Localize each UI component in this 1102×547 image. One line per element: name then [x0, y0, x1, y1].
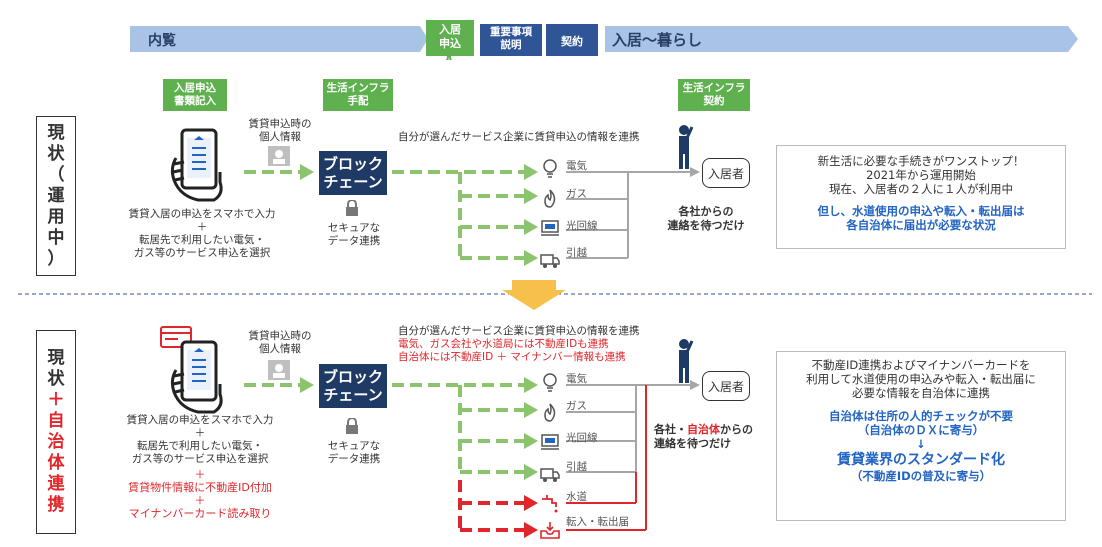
truck-icon — [540, 254, 560, 268]
person-icon-2 — [679, 339, 694, 383]
section-divider — [18, 280, 1092, 310]
timeline-keiyaku: 契約 — [561, 35, 583, 48]
timeline-kurashi: 入居〜暮らし — [612, 31, 703, 49]
flame-icon-2 — [544, 403, 556, 422]
bottom-info-box: 不動産ID連携およびマイナンバーカードを 利用して水道使用の申込みや転入・転出届… — [776, 351, 1066, 521]
bottom-link-red-1: 電気、ガス会社や水道局には不動産IDも連携 — [398, 338, 609, 350]
bottom-resident: 入居者 — [702, 371, 750, 401]
timeline-juyou: 重要事項 説明 — [490, 26, 532, 51]
bottom-service-gas: ガス — [566, 400, 587, 412]
bottom-section-label: 現 状 ＋ 自 治 体 連 携 — [36, 330, 76, 534]
tag-shorui: 入居申込 書類記入 — [163, 79, 227, 111]
person-icon — [679, 125, 694, 169]
bottom-service-hikkoshi: 引越 — [566, 461, 587, 473]
top-service-gas: ガス — [566, 188, 587, 200]
bottom-wait-post: からの 連絡を待つだけ — [654, 423, 753, 450]
bottom-wait: 各社・自治体からの 連絡を待つだけ — [654, 423, 774, 451]
id-card-icon-2 — [268, 360, 290, 380]
bottom-left-text: 賃貸入居の申込をスマホで入力 ＋ 転居先で利用したい電気・ ガス等のサービス申込… — [126, 414, 274, 465]
top-info-box: 新生活に必要な手続きがワンストップ！ 2021年から運用開始 現在、入居者の２人… — [776, 145, 1066, 249]
form-tray-icon — [540, 522, 560, 539]
bottom-left-red: ＋ 賃貸物件情報に不動産ID付加 ＋ マイナンバーカード読み取り — [128, 468, 272, 520]
truck-icon-2 — [540, 468, 560, 482]
smartphone-hand-icon — [170, 128, 223, 202]
bottom-personal-info: 賃貸申込時の 個人情報 — [248, 330, 312, 355]
bottom-service-denki: 電気 — [566, 373, 587, 385]
bulb-icon-2 — [543, 373, 557, 392]
water-tap-icon — [542, 495, 558, 513]
tag-infra-tehai: 生活インフラ 手配 — [323, 79, 393, 111]
top-secure: セキュアな データ連携 — [327, 222, 381, 247]
bottom-service-hikari: 光回線 — [566, 432, 598, 444]
top-wait: 各社からの 連絡を待つだけ — [667, 205, 745, 232]
top-blockchain: ブロック チェーン — [319, 151, 387, 195]
top-service-hikkoshi: 引越 — [566, 247, 587, 259]
top-service-denki: 電気 — [566, 160, 587, 172]
top-service-hikari: 光回線 — [566, 220, 598, 232]
tag-infra-keiyaku: 生活インフラ 契約 — [678, 79, 750, 111]
lock-icon-2 — [346, 418, 358, 434]
bottom-service-tennyu: 転入・転出届 — [566, 516, 629, 528]
timeline-nyukyo-moushikomi: 入居 申込 — [439, 23, 461, 50]
timeline-bar — [130, 20, 1078, 60]
bottom-link-note: 自分が選んだサービス企業に賃貸申込の情報を連携 — [398, 325, 640, 337]
smartphone-hand-icon-2 — [170, 340, 223, 414]
lock-icon — [346, 200, 358, 216]
bottom-link-red-2: 自治体には不動産ID ＋ マイナンバー情報も連携 — [398, 351, 626, 363]
bottom-secure: セキュアな データ連携 — [327, 440, 381, 465]
bulb-icon — [543, 159, 557, 178]
top-personal-info: 賃貸申込時の 個人情報 — [248, 118, 312, 143]
bottom-wait-pre: 各社・ — [654, 423, 687, 436]
bottom-blockchain: ブロック チェーン — [319, 364, 387, 408]
top-left-text: 賃貸入居の申込をスマホで入力 ＋ 転居先で利用したい電気・ ガス等のサービス申込… — [128, 208, 276, 259]
timeline-naiken: 内覧 — [148, 33, 176, 49]
top-section-label: 現 状 （ 運 用 中 ） — [36, 116, 76, 276]
top-link-note: 自分が選んだサービス企業に賃貸申込の情報を連携 — [398, 131, 640, 143]
computer-icon — [541, 220, 559, 236]
bottom-service-suidou: 水道 — [566, 491, 587, 503]
top-resident: 入居者 — [702, 158, 750, 188]
bottom-wait-red: 自治体 — [687, 423, 720, 436]
flame-icon — [544, 189, 556, 208]
id-card-icon — [268, 146, 290, 166]
computer-icon-2 — [541, 434, 559, 450]
